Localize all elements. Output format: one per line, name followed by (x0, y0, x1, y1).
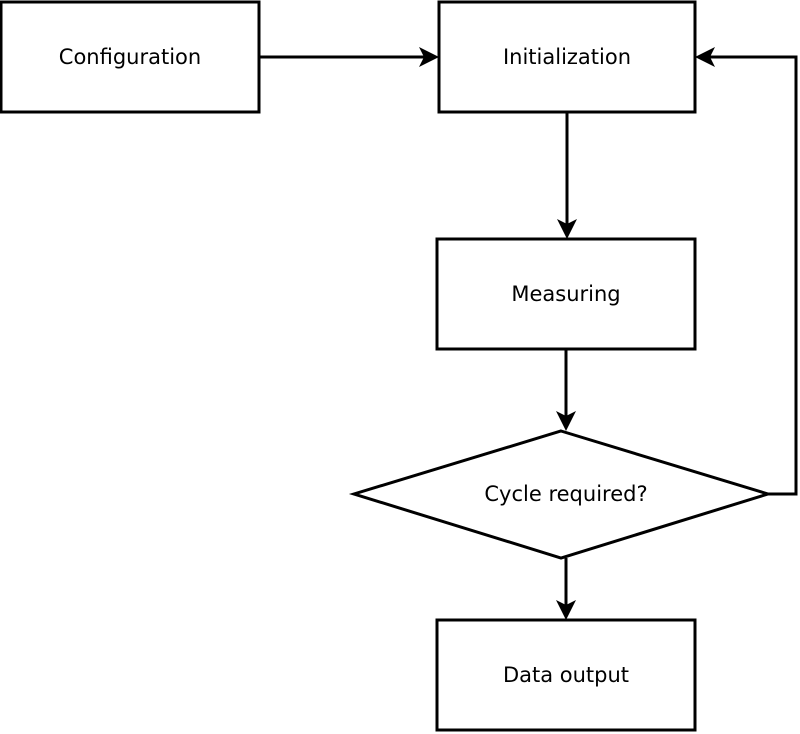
node-label-initialization: Initialization (503, 45, 631, 69)
arrowhead-into-initialization-right (695, 47, 715, 67)
arrowhead-into-measuring-top (557, 219, 577, 239)
node-shape-cycle-required[interactable] (348, 429, 774, 560)
edge-measuring-to-cycle-required (556, 349, 576, 431)
edge-initialization-to-measuring (557, 112, 577, 239)
node-shape-data-output[interactable] (435, 618, 697, 732)
node-data-output[interactable]: Data output (435, 618, 697, 732)
arrowhead-into-initialization-left (419, 47, 439, 67)
node-shape-configuration[interactable] (0, 0, 261, 114)
edge-line-feedback-loop (702, 55, 798, 496)
node-label-data-output: Data output (503, 663, 629, 687)
edge-configuration-to-initialization (259, 47, 439, 67)
node-label-configuration: Configuration (59, 45, 201, 69)
node-cycle-required[interactable]: Cycle required? (348, 429, 774, 560)
arrowhead-into-cycle-required-top (556, 411, 576, 431)
arrowhead-into-data-output-top (556, 600, 576, 620)
node-initialization[interactable]: Initialization (437, 0, 697, 114)
node-measuring[interactable]: Measuring (435, 237, 697, 351)
node-shape-initialization[interactable] (437, 0, 697, 114)
node-label-cycle-required: Cycle required? (484, 482, 647, 506)
edge-cycle-required-to-initialization-feedback (695, 47, 798, 496)
node-shape-measuring[interactable] (435, 237, 697, 351)
node-configuration[interactable]: Configuration (0, 0, 261, 114)
node-label-measuring: Measuring (511, 282, 620, 306)
edge-cycle-required-to-data-output (556, 558, 576, 620)
